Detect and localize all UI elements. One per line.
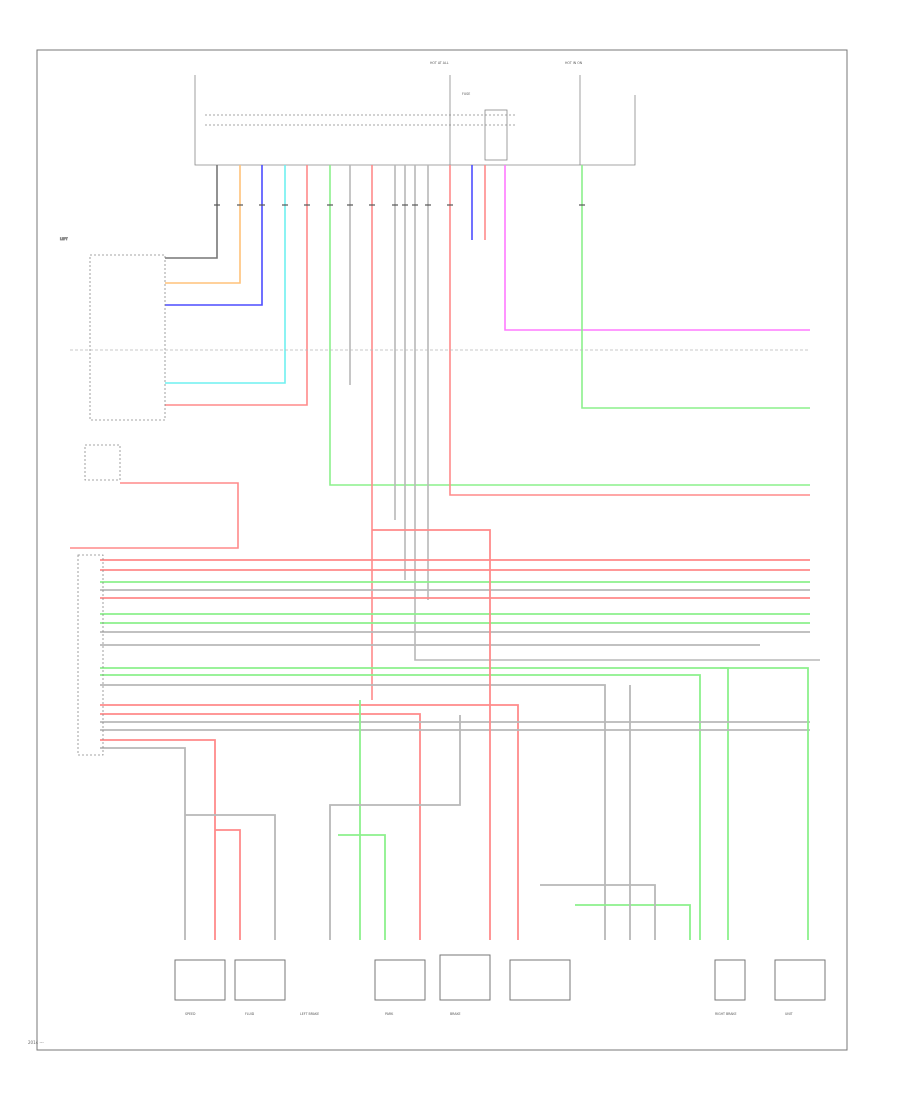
left-connector-module <box>77 554 104 756</box>
wire-green-right <box>720 667 809 940</box>
wire-red-1 <box>165 165 308 406</box>
wire-blue <box>165 165 263 306</box>
component-speed <box>174 959 226 1001</box>
wire-red-mid <box>372 529 491 940</box>
component-brake <box>374 959 426 1001</box>
label-brake: BRAKE <box>450 1012 461 1016</box>
bus-red-d <box>100 704 519 940</box>
wire-red-bot <box>215 829 241 940</box>
hot-in-on-label: HOT IN ON <box>565 61 583 65</box>
wire-cyan <box>165 165 286 384</box>
wire-green-1 <box>329 165 810 486</box>
component-left-brake <box>439 954 491 1001</box>
label-fluid: FLUID <box>245 1012 255 1016</box>
page-footer: 2014 --- <box>28 1040 44 1045</box>
bottom-components <box>174 954 826 1001</box>
wire-black-1 <box>165 165 218 259</box>
diagram-border <box>36 49 848 1051</box>
component-right-brake <box>714 959 746 1001</box>
bottom-labels: SPEED FLUID LEFT BRAKE PARK BRAKE RIGHT … <box>185 1012 793 1016</box>
label-speed: SPEED <box>185 1012 196 1016</box>
left-switch-block: LEFT <box>60 237 810 421</box>
top-vertical-wires <box>165 165 820 700</box>
bus-gray-g <box>100 747 186 940</box>
wire-gray-mid <box>329 715 461 940</box>
bus-red-f <box>100 739 216 940</box>
component-fluid <box>234 959 286 1001</box>
component-unit <box>774 959 826 1001</box>
bus-green-e <box>100 674 701 940</box>
wire-gray-bot2 <box>540 884 656 940</box>
label-left-brake: LEFT BRAKE <box>300 1012 319 1016</box>
label-unit: UNIT <box>785 1012 793 1016</box>
wire-gray-4 <box>414 165 820 661</box>
component-park <box>509 959 571 1001</box>
wire-orange <box>165 165 241 284</box>
wire-green-bot <box>575 904 691 940</box>
bus-red-e <box>100 713 421 940</box>
wire-red-3 <box>449 165 810 496</box>
middle-relay-block <box>70 444 239 549</box>
bus-gray-d <box>100 684 606 940</box>
top-fuse-labels: HOT AT ALL HOT IN ON FUSE <box>430 61 583 165</box>
wire-magenta <box>504 165 810 331</box>
hot-at-all-label: HOT AT ALL <box>430 61 449 65</box>
top-module <box>194 75 636 166</box>
wire-green-mid2 <box>338 834 386 940</box>
wire-green-2 <box>581 165 810 409</box>
wire-gray-bot <box>185 814 276 940</box>
fuse-label: FUSE <box>462 92 470 96</box>
label-right-brake: RIGHT BRAKE <box>715 1012 737 1016</box>
left-switch-label: LEFT <box>60 237 68 241</box>
label-park: PARK <box>385 1012 394 1016</box>
horizontal-bus <box>100 529 810 940</box>
bus-green-d <box>100 667 729 940</box>
